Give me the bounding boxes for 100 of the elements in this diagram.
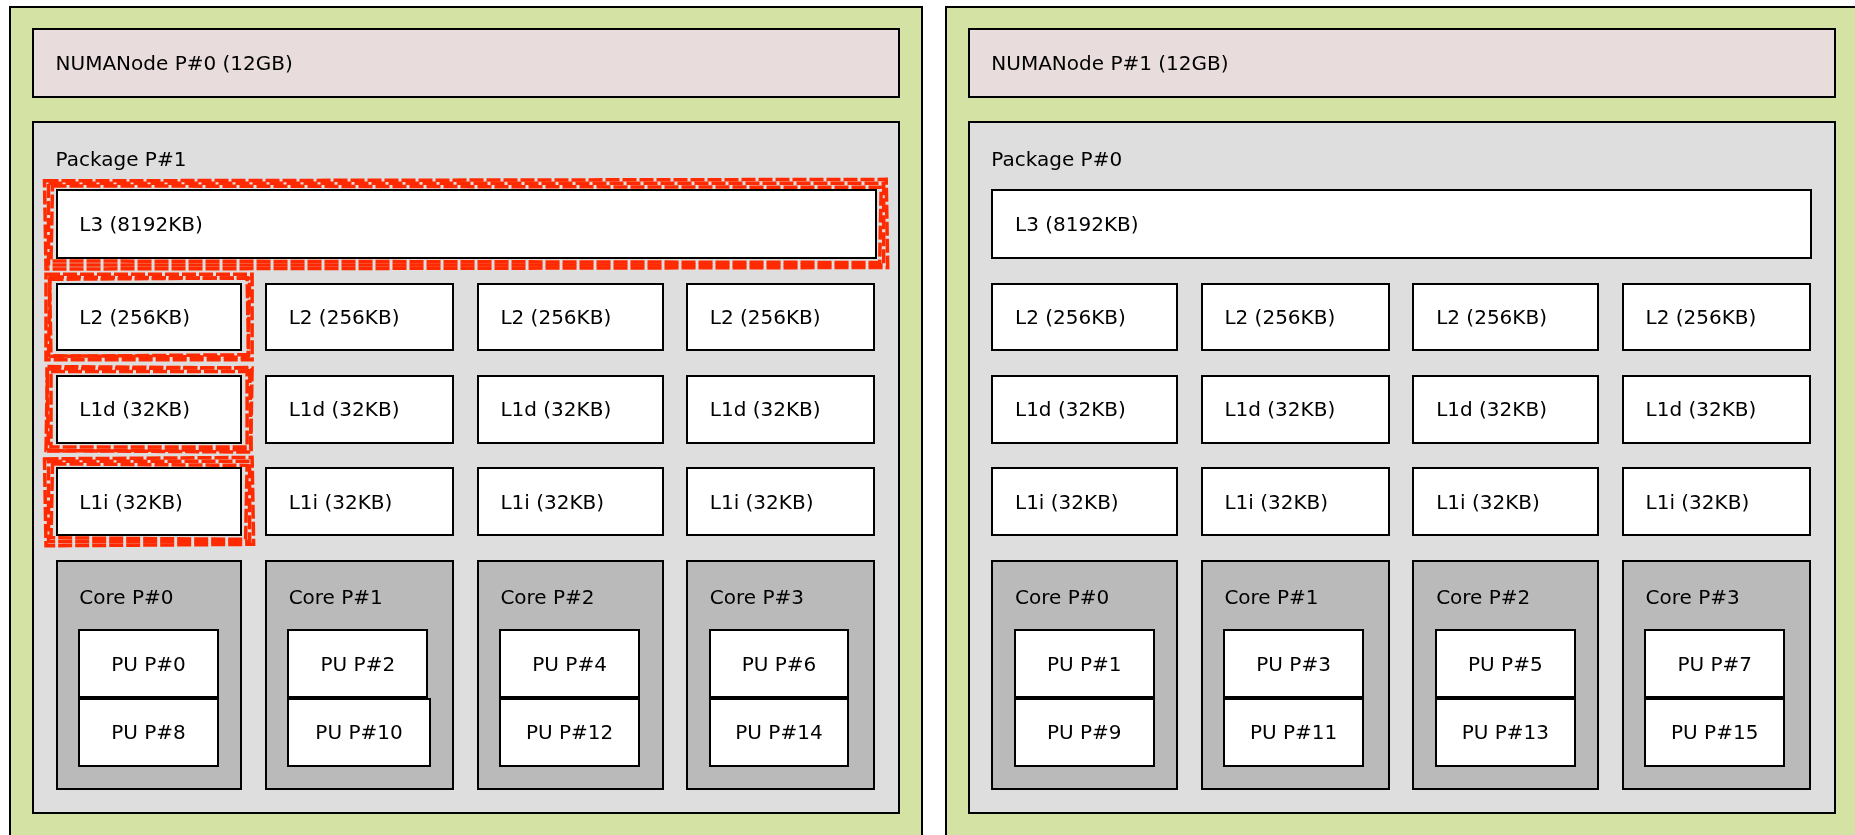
node-label: L2 (256KB): [1224, 305, 1336, 329]
node-label: PU P#13: [1460, 720, 1550, 745]
pu-box: [1644, 629, 1786, 698]
node-label: L1i (32KB): [288, 489, 393, 514]
numa-node-box: [967, 28, 1836, 99]
node-label: PU P#6: [740, 651, 818, 676]
node-label: L1i (32KB): [1645, 489, 1750, 514]
core-box: [1412, 559, 1600, 791]
cache-box: [1412, 467, 1600, 536]
node-label: L2 (256KB): [500, 305, 612, 329]
node-label: PU P#9: [1045, 720, 1123, 745]
cache-box: [991, 375, 1179, 444]
node-label: PU P#2: [319, 651, 397, 676]
cache-box: [991, 467, 1179, 536]
node-label: PU P#7: [1676, 651, 1753, 676]
node-label: L1d (32KB): [288, 397, 400, 422]
cache-box: [55, 189, 877, 260]
core-box: [991, 559, 1179, 791]
pu-box: [1644, 697, 1786, 767]
package-box: [31, 120, 901, 814]
cache-box: [55, 282, 243, 352]
cache-box: [1621, 375, 1812, 444]
node-label: L3 (8192KB): [79, 212, 203, 237]
pu-box: [708, 697, 850, 767]
node-label: Core P#3: [1645, 585, 1740, 610]
package-box: [967, 120, 1836, 814]
cache-box: [686, 467, 876, 536]
cache-box: [55, 467, 243, 536]
node-label: L1i (32KB): [1224, 489, 1329, 514]
node-label: NUMANode P#1 (12GB): [991, 51, 1229, 76]
cache-box: [1412, 375, 1600, 444]
node-label: L2 (256KB): [288, 305, 400, 329]
node-label: PU P#12: [524, 720, 615, 745]
node-label: PU P#10: [314, 720, 404, 745]
pu-box: [287, 629, 429, 698]
numa-node-box: [31, 28, 901, 99]
pu-box: [1013, 629, 1155, 698]
cache-box: [476, 467, 664, 536]
node-label: L1d (32KB): [709, 397, 821, 422]
node-label: L1i (32KB): [79, 489, 183, 514]
cache-box: [264, 375, 455, 444]
pu-box: [1223, 629, 1364, 698]
node-label: Core P#1: [1224, 585, 1319, 610]
core-box: [264, 559, 455, 791]
node-label: L1d (32KB): [1015, 397, 1126, 422]
core-box: [1621, 559, 1812, 791]
cache-box: [264, 467, 455, 536]
machine-box: [9, 5, 923, 835]
node-label: Core P#3: [709, 585, 804, 610]
core-box: [1200, 559, 1390, 791]
node-label: Core P#0: [1015, 585, 1110, 610]
node-label: L2 (256KB): [709, 305, 821, 329]
node-label: PU P#8: [110, 720, 187, 745]
node-label: Core P#0: [79, 585, 174, 610]
node-label: L2 (256KB): [1015, 305, 1126, 329]
cache-box: [264, 282, 455, 352]
core-box: [476, 559, 664, 791]
node-label: Package P#1: [55, 146, 187, 171]
node-label: PU P#11: [1248, 720, 1339, 745]
core-box: [686, 559, 876, 791]
node-label: NUMANode P#0 (12GB): [55, 51, 293, 76]
node-label: L1i (32KB): [709, 489, 814, 514]
cache-box: [1200, 467, 1390, 536]
node-label: L1d (32KB): [79, 397, 191, 422]
node-label: Core P#1: [288, 585, 383, 610]
node-label: L2 (256KB): [1436, 305, 1547, 329]
pu-box: [1223, 697, 1364, 767]
pu-box: [499, 629, 640, 698]
core-box: [55, 559, 243, 791]
node-label: Core P#2: [1436, 585, 1531, 610]
node-label: Core P#2: [500, 585, 595, 610]
node-label: L1d (32KB): [500, 397, 612, 422]
cache-box: [1412, 282, 1600, 352]
cache-box: [476, 282, 664, 352]
cache-box: [1621, 467, 1812, 536]
pu-box: [78, 697, 219, 767]
node-label: L2 (256KB): [1645, 305, 1757, 329]
node-label: L1d (32KB): [1436, 397, 1547, 422]
cache-box: [1621, 282, 1812, 352]
node-label: L1d (32KB): [1224, 397, 1336, 422]
cache-box: [55, 375, 243, 444]
node-label: PU P#1: [1045, 651, 1123, 676]
cache-box: [1200, 282, 1390, 352]
pu-box: [287, 697, 431, 767]
node-label: PU P#15: [1670, 720, 1760, 745]
node-label: Package P#0: [991, 146, 1123, 171]
cache-box: [686, 375, 876, 444]
machine-box: [945, 5, 1855, 835]
cache-box: [991, 189, 1813, 260]
pu-box: [1434, 629, 1576, 698]
node-label: L1i (32KB): [1015, 489, 1119, 514]
pu-box: [1013, 697, 1155, 767]
node-label: L1d (32KB): [1645, 397, 1757, 422]
pu-box: [1434, 697, 1576, 767]
node-label: PU P#14: [734, 720, 824, 745]
node-label: PU P#3: [1255, 651, 1332, 676]
node-label: PU P#4: [531, 651, 608, 676]
node-label: L2 (256KB): [79, 305, 191, 329]
cache-box: [686, 282, 876, 352]
node-label: L1i (32KB): [1436, 489, 1540, 514]
